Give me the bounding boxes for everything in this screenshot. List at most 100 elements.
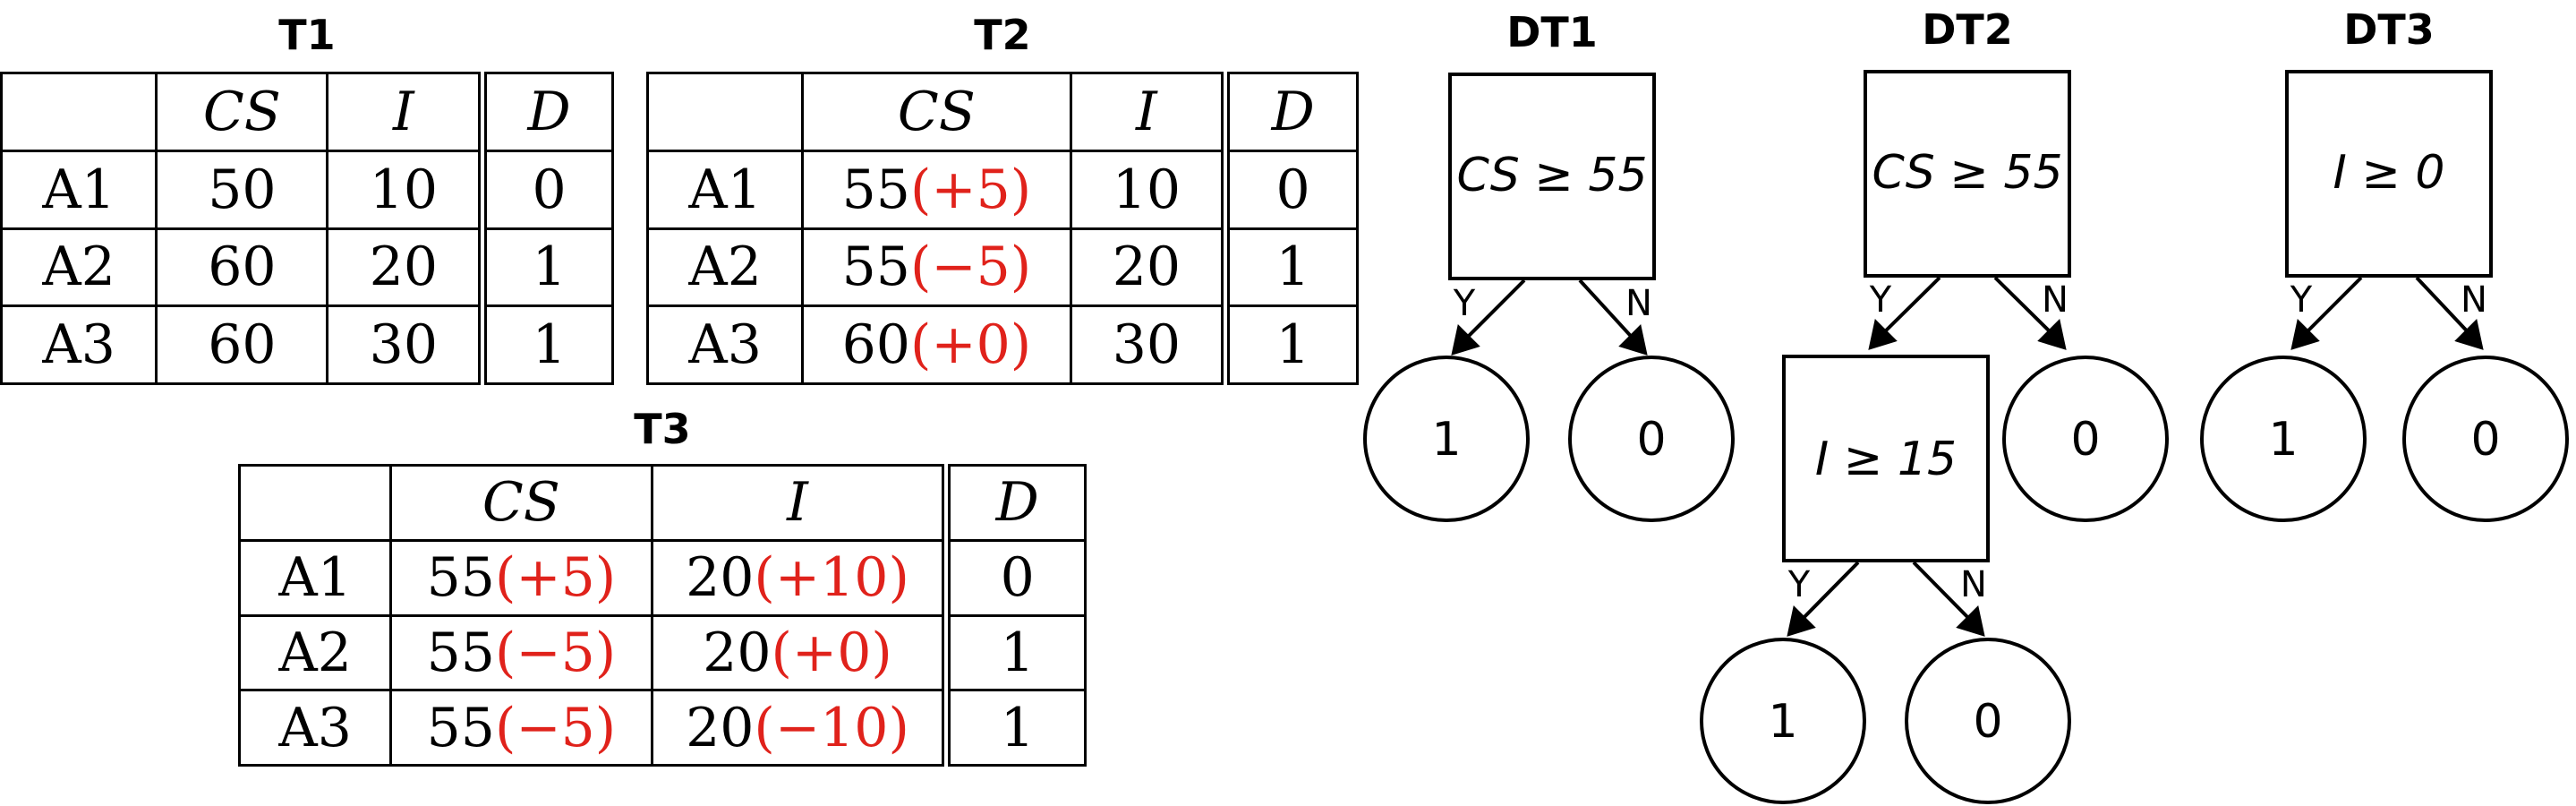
dt2-child-no-edge	[1912, 561, 1977, 627]
cs-cell: 55(−5)	[801, 227, 1072, 308]
i-cell: 20(+0)	[650, 613, 948, 692]
table-row: A2 55(−5) 20(+0) 1	[237, 613, 1088, 692]
dt1-no-leaf-value: 0	[1636, 413, 1666, 467]
dt2-yes-arrowhead	[1868, 318, 1898, 350]
dt2-yes-edge	[1876, 276, 1941, 340]
row-label: A1	[237, 538, 393, 617]
i-cell: 10	[326, 149, 484, 230]
cs-value: 60	[208, 236, 277, 299]
i-cell: 30	[1069, 304, 1227, 385]
dt3-yes-leaf-value: 1	[2268, 413, 2298, 467]
d-cell: 1	[942, 689, 1088, 767]
dt2-root-condition: CS ≥ 55	[1872, 146, 2062, 200]
cs-cell: 55(+5)	[389, 538, 653, 617]
dt3-yes-edge	[2299, 276, 2363, 340]
dt2-no-label: N	[2042, 279, 2068, 321]
dt3-no-edge	[2415, 276, 2476, 340]
i-value: 30	[1112, 313, 1181, 377]
cs-delta: (−5)	[909, 236, 1032, 299]
table-row: A2 60 20 1	[0, 227, 615, 308]
i-cell: 20(+10)	[650, 538, 948, 617]
i-value: 10	[369, 158, 439, 221]
dt2-no-arrowhead	[2037, 318, 2067, 350]
table-header-row: CS I D	[0, 72, 615, 152]
cs-value: 55	[841, 158, 910, 221]
table-title-t1: T1	[278, 11, 336, 59]
table-t3: CS I D A1 55(+5) 20(+10) 0 A2 55(−5) 20(…	[237, 464, 1088, 767]
dt2-child-no-leaf-node	[1905, 638, 2071, 804]
table-row: A1 55(+5) 10 0	[645, 149, 1360, 230]
d-cell: 1	[1221, 304, 1360, 385]
dt1-no-edge	[1578, 279, 1640, 346]
i-cell: 20	[326, 227, 484, 308]
cs-delta: (−5)	[494, 696, 617, 759]
dt2-child-condition: I ≥ 15	[1815, 433, 1957, 486]
dt1-yes-label: Y	[1453, 283, 1476, 324]
d-cell: 0	[942, 538, 1088, 617]
dt1-no-arrowhead	[1618, 323, 1648, 356]
tree-title-dt3: DT3	[2343, 5, 2435, 54]
cs-value: 50	[208, 158, 277, 221]
dt3-no-leaf-node	[2402, 356, 2569, 522]
i-delta: (+0)	[771, 621, 892, 684]
row-label: A1	[0, 149, 158, 230]
row-label: A3	[645, 304, 805, 385]
table-row: A2 55(−5) 20 1	[645, 227, 1360, 308]
header-cell: CS	[389, 464, 653, 542]
dt3-yes-label: Y	[2290, 279, 2313, 321]
dt3-no-label: N	[2461, 279, 2487, 321]
dt2-no-edge	[1993, 276, 2059, 340]
i-cell: 20(−10)	[650, 689, 948, 767]
dt2-yes-label: Y	[1869, 279, 1892, 321]
i-value: 20	[369, 236, 439, 299]
row-label: A3	[237, 689, 393, 767]
dt1-no-leaf-node	[1568, 356, 1735, 522]
table-title-t3: T3	[634, 405, 691, 453]
dt2-child-no-label: N	[1960, 564, 1987, 605]
header-cell	[645, 72, 805, 152]
row-label: A1	[645, 149, 805, 230]
table-header-row: CS I D	[645, 72, 1360, 152]
dt2-child-yes-arrowhead	[1787, 604, 1816, 637]
header-cell: D	[478, 72, 615, 152]
i-value: 20	[703, 621, 772, 684]
table-row: A1 50 10 0	[0, 149, 615, 230]
dt3-root-condition: I ≥ 0	[2333, 146, 2444, 200]
dt1-no-label: N	[1625, 283, 1652, 324]
dt2-child-yes-leaf-value: 1	[1768, 695, 1797, 749]
dt2-child-yes-label: Y	[1787, 564, 1811, 605]
dt1-yes-leaf-node	[1363, 356, 1530, 522]
dt2-child-yes-edge	[1795, 561, 1860, 627]
dt3-no-leaf-value: 0	[2470, 413, 2500, 467]
header-cell: CS	[801, 72, 1072, 152]
cs-value: 55	[426, 546, 495, 610]
i-delta: (−10)	[754, 696, 909, 759]
i-cell: 20	[1069, 227, 1227, 308]
dt1-yes-arrowhead	[1451, 323, 1480, 356]
cs-cell: 55(+5)	[801, 149, 1072, 230]
cs-delta: (+5)	[909, 158, 1032, 221]
table-row: A3 55(−5) 20(−10) 1	[237, 689, 1088, 767]
dt3-no-arrowhead	[2454, 318, 2484, 350]
d-cell: 1	[1221, 227, 1360, 308]
cs-delta: (+5)	[494, 546, 617, 610]
cs-value: 60	[208, 313, 277, 377]
cs-cell: 60	[155, 304, 329, 385]
row-label: A2	[237, 613, 393, 692]
table-row: A3 60 30 1	[0, 304, 615, 385]
dt2-child-no-arrowhead	[1956, 604, 1985, 637]
d-cell: 0	[1221, 149, 1360, 230]
dt2-child-no-leaf-value: 0	[1973, 695, 2002, 749]
tree-title-dt2: DT2	[1922, 5, 2013, 54]
d-cell: 1	[942, 613, 1088, 692]
dt2-root-node	[1864, 70, 2071, 278]
cs-cell: 60(+0)	[801, 304, 1072, 385]
cs-value: 55	[426, 621, 495, 684]
cs-cell: 50	[155, 149, 329, 230]
dt1-root-node	[1448, 73, 1656, 280]
header-cell: D	[1221, 72, 1360, 152]
d-cell: 1	[478, 304, 615, 385]
cs-cell: 60	[155, 227, 329, 308]
header-cell: I	[650, 464, 948, 542]
cs-value: 55	[426, 696, 495, 759]
